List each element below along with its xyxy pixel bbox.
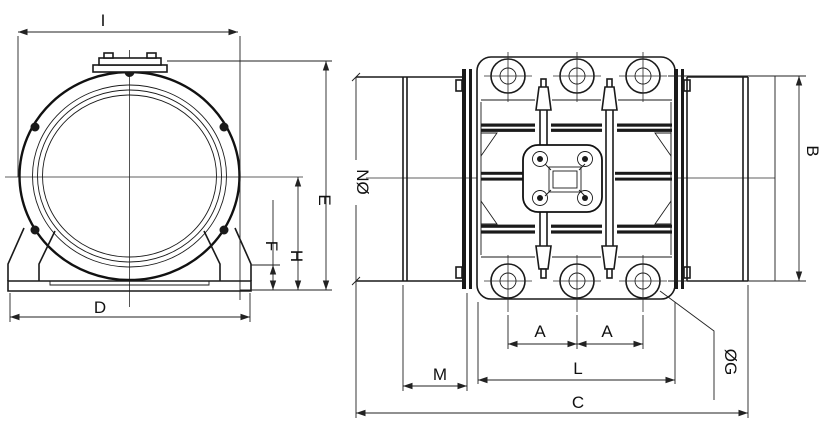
leader-line	[659, 290, 715, 400]
corner-braces	[480, 132, 672, 225]
base-seat-recess	[49, 281, 210, 286]
flange-clip	[455, 79, 463, 92]
side-view	[356, 52, 776, 312]
central-cover-plate	[522, 144, 603, 213]
bottom-mounting-holes	[484, 255, 667, 312]
dimension-I: I	[17, 11, 241, 300]
cap-lower-plate	[92, 64, 168, 73]
plate-inner-frame-2	[552, 170, 578, 189]
dim-label-E: E	[315, 194, 334, 205]
dim-label-M: M	[433, 365, 447, 384]
motor-body	[476, 52, 676, 312]
dim-label-N-diameter: NØ	[353, 169, 372, 195]
cap-upper-plate	[98, 57, 162, 66]
flange-bar	[462, 69, 466, 289]
dimension-D: D	[9, 293, 251, 322]
top-mounting-holes	[484, 52, 667, 102]
dim-label-F: F	[262, 241, 281, 251]
terminal-cap	[92, 52, 168, 73]
left-end-cover	[356, 76, 463, 282]
dim-label-I: I	[101, 11, 106, 30]
dim-label-B: B	[803, 145, 821, 156]
flange-clip	[455, 266, 463, 279]
left-flange	[455, 69, 472, 289]
rim-circle-1	[32, 84, 227, 268]
dimension-F: F	[251, 200, 281, 290]
dim-label-A-right: A	[601, 322, 613, 341]
flange-bar	[674, 69, 678, 289]
extension-line	[477, 302, 676, 384]
flange-bar	[469, 69, 472, 289]
right-end-cover	[686, 76, 776, 282]
rim-bolt	[30, 122, 40, 132]
dim-label-A-left: A	[534, 322, 546, 341]
dimension-A-right: A	[577, 315, 644, 349]
dimension-N-diameter: NØ	[351, 72, 372, 286]
dimension-E: E	[167, 60, 334, 291]
dimension-A-left: A	[507, 315, 578, 349]
rib-bands	[481, 123, 672, 234]
base-plate	[7, 280, 252, 292]
front-view-dimensions: I D E H F	[9, 11, 334, 322]
left-gusset-inner	[38, 230, 56, 281]
dimension-M: M	[402, 285, 468, 391]
dim-label-D: D	[94, 298, 106, 317]
extension-line	[355, 281, 749, 418]
dim-label-H: H	[287, 250, 306, 262]
cover-face	[742, 77, 749, 281]
front-view	[5, 50, 303, 307]
right-gusset-outer	[234, 227, 252, 281]
left-gusset-outer	[7, 227, 25, 281]
cap-bolt	[146, 52, 157, 59]
extension-line	[402, 285, 468, 391]
dimension-C: C	[355, 281, 749, 418]
rim-bolt	[219, 122, 229, 132]
through-bolt-left	[535, 78, 552, 279]
plate-chamfer-marks	[544, 163, 586, 197]
right-gusset-inner	[203, 230, 221, 281]
rim-bolt	[30, 225, 40, 235]
side-view-dimensions: NØ B A A M L	[351, 72, 821, 418]
rim-circle-2	[37, 89, 222, 263]
dimension-H: H	[287, 177, 306, 290]
rim-bolt	[219, 225, 229, 235]
dim-label-C: C	[572, 393, 584, 412]
rim-circle-3	[42, 94, 217, 258]
dimension-L: L	[477, 302, 676, 384]
front-view-housing	[18, 52, 241, 282]
flange-bar	[681, 69, 684, 289]
dim-label-G-diameter: ØG	[721, 349, 740, 375]
dim-label-L: L	[573, 359, 582, 378]
dimension-G-diameter: ØG	[659, 290, 740, 400]
dimension-B: B	[668, 75, 821, 282]
cap-bolt	[103, 52, 114, 59]
cover-seam	[402, 77, 408, 281]
front-view-centerlines	[5, 50, 303, 307]
through-bolt-right	[601, 78, 618, 279]
